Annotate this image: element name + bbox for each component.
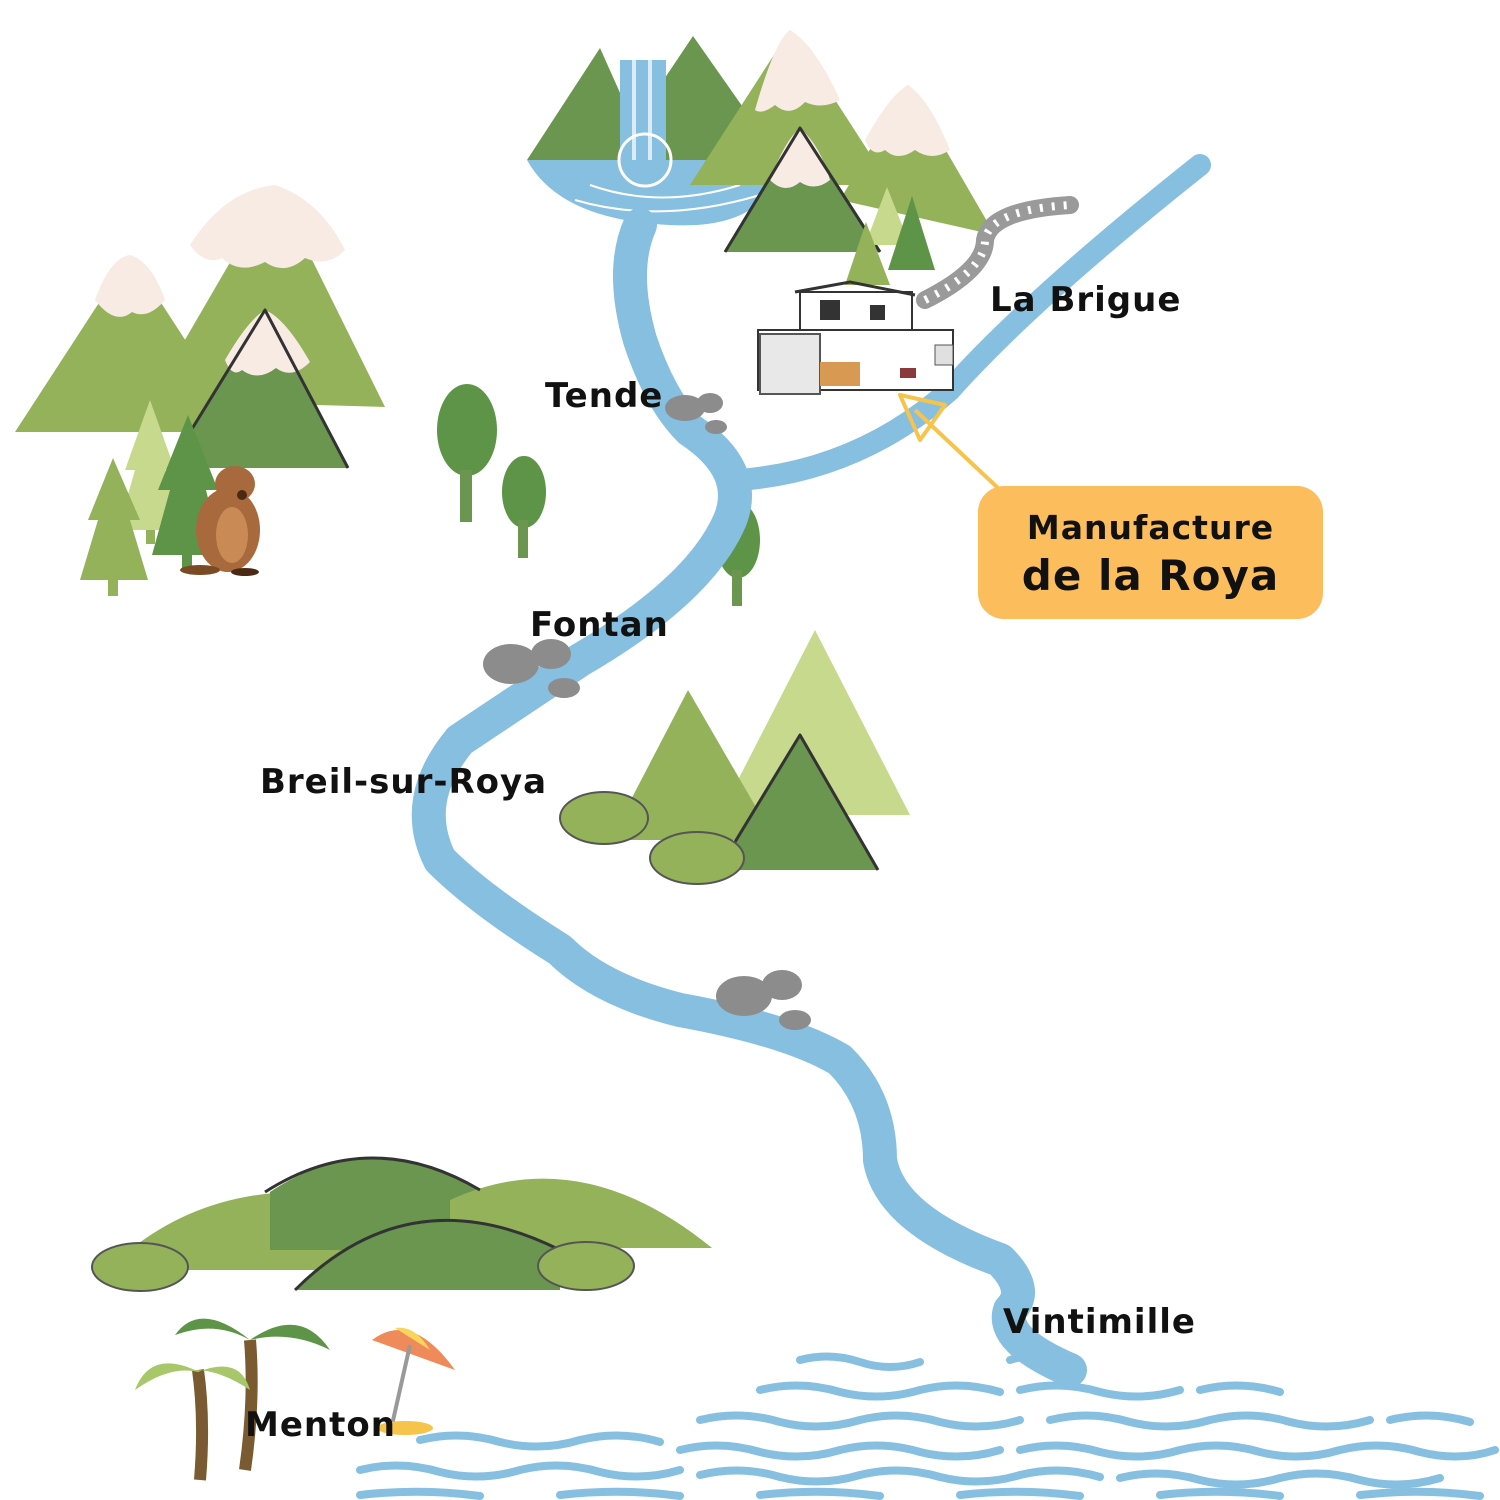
- palm-trees: [135, 1318, 330, 1481]
- manufacture-building: [757, 280, 954, 395]
- label-vintimille: Vintimille: [1003, 1302, 1196, 1342]
- pine-trees-northeast: [845, 187, 935, 285]
- mountains-northeast: [690, 30, 995, 253]
- label-la-brigue: La Brigue: [990, 280, 1182, 320]
- hills-south: [130, 1156, 712, 1292]
- mountains-northwest: [15, 185, 385, 469]
- beach-umbrella: [372, 1327, 455, 1435]
- marmot: [180, 466, 260, 576]
- railway-track: [916, 196, 1079, 309]
- callout-arrow: [898, 393, 1000, 490]
- callout-line-2: de la Roya: [1021, 551, 1280, 600]
- rocks: [483, 393, 811, 1030]
- callout-line-1: Manufacture: [1026, 508, 1275, 547]
- bushes-central: [559, 791, 745, 885]
- label-breil-sur-roya: Breil-sur-Roya: [260, 762, 548, 802]
- sea-waves: [356, 1351, 1499, 1500]
- bushes-south: [91, 1241, 635, 1292]
- label-fontan: Fontan: [530, 605, 669, 645]
- roya-river: [411, 154, 1211, 1387]
- mountains-central: [610, 630, 910, 871]
- manufacture-callout: Manufacture de la Roya: [978, 486, 1323, 619]
- label-tende: Tende: [545, 376, 664, 416]
- label-menton: Menton: [245, 1405, 396, 1445]
